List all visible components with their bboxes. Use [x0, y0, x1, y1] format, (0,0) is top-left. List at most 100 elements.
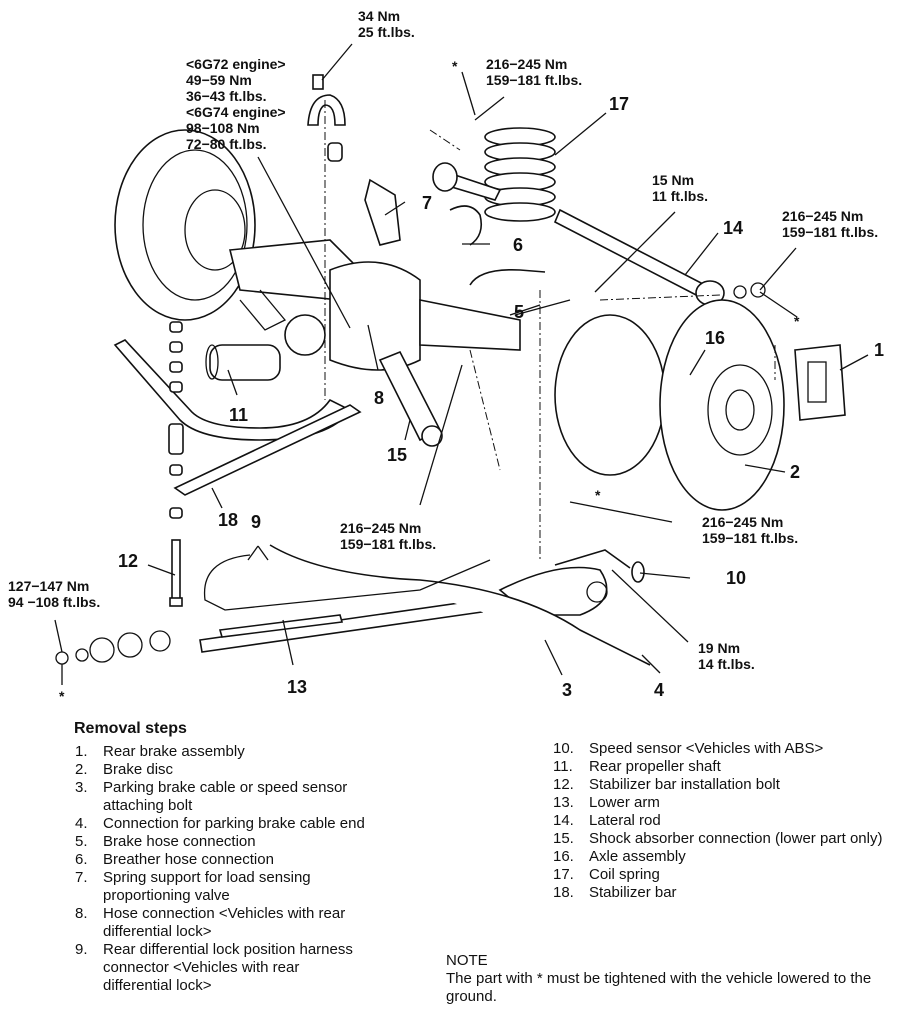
step-item: 9. Rear differential lock position harnes… — [75, 941, 365, 995]
step-text: Rear propeller shaft — [589, 758, 721, 775]
step-item: 1. Rear brake assembly — [75, 743, 365, 761]
step-item: 4.Connection for parking brake cable end — [75, 815, 365, 833]
part-number-3: 3 — [562, 680, 573, 700]
speed-sensor — [554, 549, 645, 583]
part-number-7: 7 — [422, 193, 433, 213]
step-item: 15. Shock absorber connection (lower part… — [553, 830, 893, 848]
torque-nm: 216−245 Nm — [340, 520, 422, 536]
part-number-17: 17 — [609, 94, 630, 114]
torque-nm: 216−245 Nm — [782, 208, 864, 224]
torque-ftlbs: 94 −108 ft.lbs. — [8, 594, 101, 610]
step-number: 3. — [75, 779, 88, 796]
step-number: 8. — [75, 905, 88, 922]
step-item: 5.Brake hose connection — [75, 833, 365, 851]
star-mark: * — [59, 688, 65, 704]
step-text: Lateral rod — [589, 812, 661, 829]
part-number-1: 1 — [874, 340, 885, 360]
left-brake-backing-plate — [114, 129, 256, 321]
torque-nm: 127−147 Nm — [8, 578, 90, 594]
step-number: 1. — [75, 743, 88, 760]
torque-nm: 19 Nm — [698, 640, 741, 656]
step-number: 6. — [75, 851, 88, 868]
step-text: Rear differential lock position harness … — [103, 941, 353, 994]
propeller-shaft — [205, 344, 281, 381]
step-text: Lower arm — [589, 794, 660, 811]
torque-ftlbs: 14 ft.lbs. — [698, 656, 755, 672]
lateral-rod — [553, 208, 766, 306]
step-number: 18. — [553, 884, 574, 901]
step-text: Shock absorber connection (lower part on… — [589, 830, 883, 847]
part-number-16: 16 — [705, 328, 726, 348]
torque-ftlbs: 72−80 ft.lbs. — [186, 136, 267, 152]
lateral-rod-upper-link — [432, 162, 502, 201]
note-title: NOTE — [446, 952, 488, 969]
part-number-8: 8 — [374, 388, 385, 408]
star-mark: * — [794, 313, 800, 329]
breather-hose — [449, 205, 483, 246]
torque-ftlbs: 159−181 ft.lbs. — [486, 72, 583, 88]
brake-disc — [554, 299, 785, 511]
step-number: 15. — [553, 830, 574, 847]
step-item: 3.Parking brake cable or speed sensor at… — [75, 779, 365, 815]
part-number-10: 10 — [726, 568, 747, 588]
step-text: Coil spring — [589, 866, 660, 883]
step-item: 7.Spring support for load sensing propor… — [75, 869, 365, 905]
torque-ftlbs: 159−181 ft.lbs. — [702, 530, 799, 546]
step-text: Spring support for load sensing proporti… — [103, 869, 311, 904]
step-number: 17. — [553, 866, 574, 883]
step-number: 12. — [553, 776, 574, 793]
torque-ftlbs: 159−181 ft.lbs. — [782, 224, 879, 240]
part-number-5: 5 — [514, 302, 525, 322]
note-text: The part with * must be tightened with t… — [446, 970, 872, 1005]
step-number: 13. — [553, 794, 574, 811]
step-number: 4. — [75, 815, 88, 832]
torque-ftlbs: 25 ft.lbs. — [358, 24, 415, 40]
part-number-18: 18 — [218, 510, 239, 530]
step-text: Speed sensor <Vehicles with ABS> — [589, 740, 824, 757]
stabilizer-bolt-stack — [168, 321, 184, 607]
step-number: 14. — [553, 812, 574, 829]
removal-steps-right: 10.Speed sensor <Vehicles with ABS> 11.R… — [553, 740, 893, 902]
part-number-12: 12 — [118, 551, 139, 571]
part-number-4: 4 — [654, 680, 665, 700]
removal-steps-left: 1. Rear brake assembly 2. Brake disc 3.Par… — [75, 743, 365, 995]
torque-nm: 216−245 Nm — [486, 56, 568, 72]
part-number-15: 15 — [387, 445, 408, 465]
step-item: 18.Stabilizer bar — [553, 884, 893, 902]
step-text: Hose connection <Vehicles with rear diff… — [103, 905, 346, 940]
step-item: 17. Coil spring — [553, 866, 893, 884]
step-number: 11. — [553, 758, 573, 775]
torque-nm: 34 Nm — [358, 8, 401, 24]
torque-ftlbs: 11 ft.lbs. — [652, 188, 709, 204]
torque-ftlbs: 159−181 ft.lbs. — [340, 536, 437, 552]
step-item: 13. Lower arm — [553, 794, 893, 812]
step-number: 9. — [75, 941, 88, 958]
part-number-14: 14 — [723, 218, 744, 238]
spring-support — [364, 178, 401, 246]
star-mark: * — [452, 58, 458, 74]
step-item: 12. Stabilizer bar installation bolt — [553, 776, 893, 794]
part-number-9: 9 — [251, 512, 262, 532]
step-text: Rear brake assembly — [103, 743, 245, 760]
part-number-2: 2 — [790, 462, 801, 482]
torque-nm: 216−245 Nm — [702, 514, 784, 530]
removal-steps-title: Removal steps — [74, 720, 187, 737]
step-number: 16. — [553, 848, 574, 865]
torque-nm: 98−108 Nm — [186, 120, 260, 136]
step-text: Brake disc — [103, 761, 174, 778]
torque-nm: 49−59 Nm — [186, 72, 252, 88]
note-block: NOTE The part with * must be tightened w… — [446, 952, 896, 1006]
step-text: Stabilizer bar installation bolt — [589, 776, 780, 793]
axle-housing — [228, 239, 521, 371]
step-number: 2. — [75, 761, 88, 778]
step-text: Axle assembly — [589, 848, 686, 865]
stabilizer-bracket — [307, 74, 346, 162]
part-number-6: 6 — [513, 235, 524, 255]
step-item: 6.Breather hose connection — [75, 851, 365, 869]
